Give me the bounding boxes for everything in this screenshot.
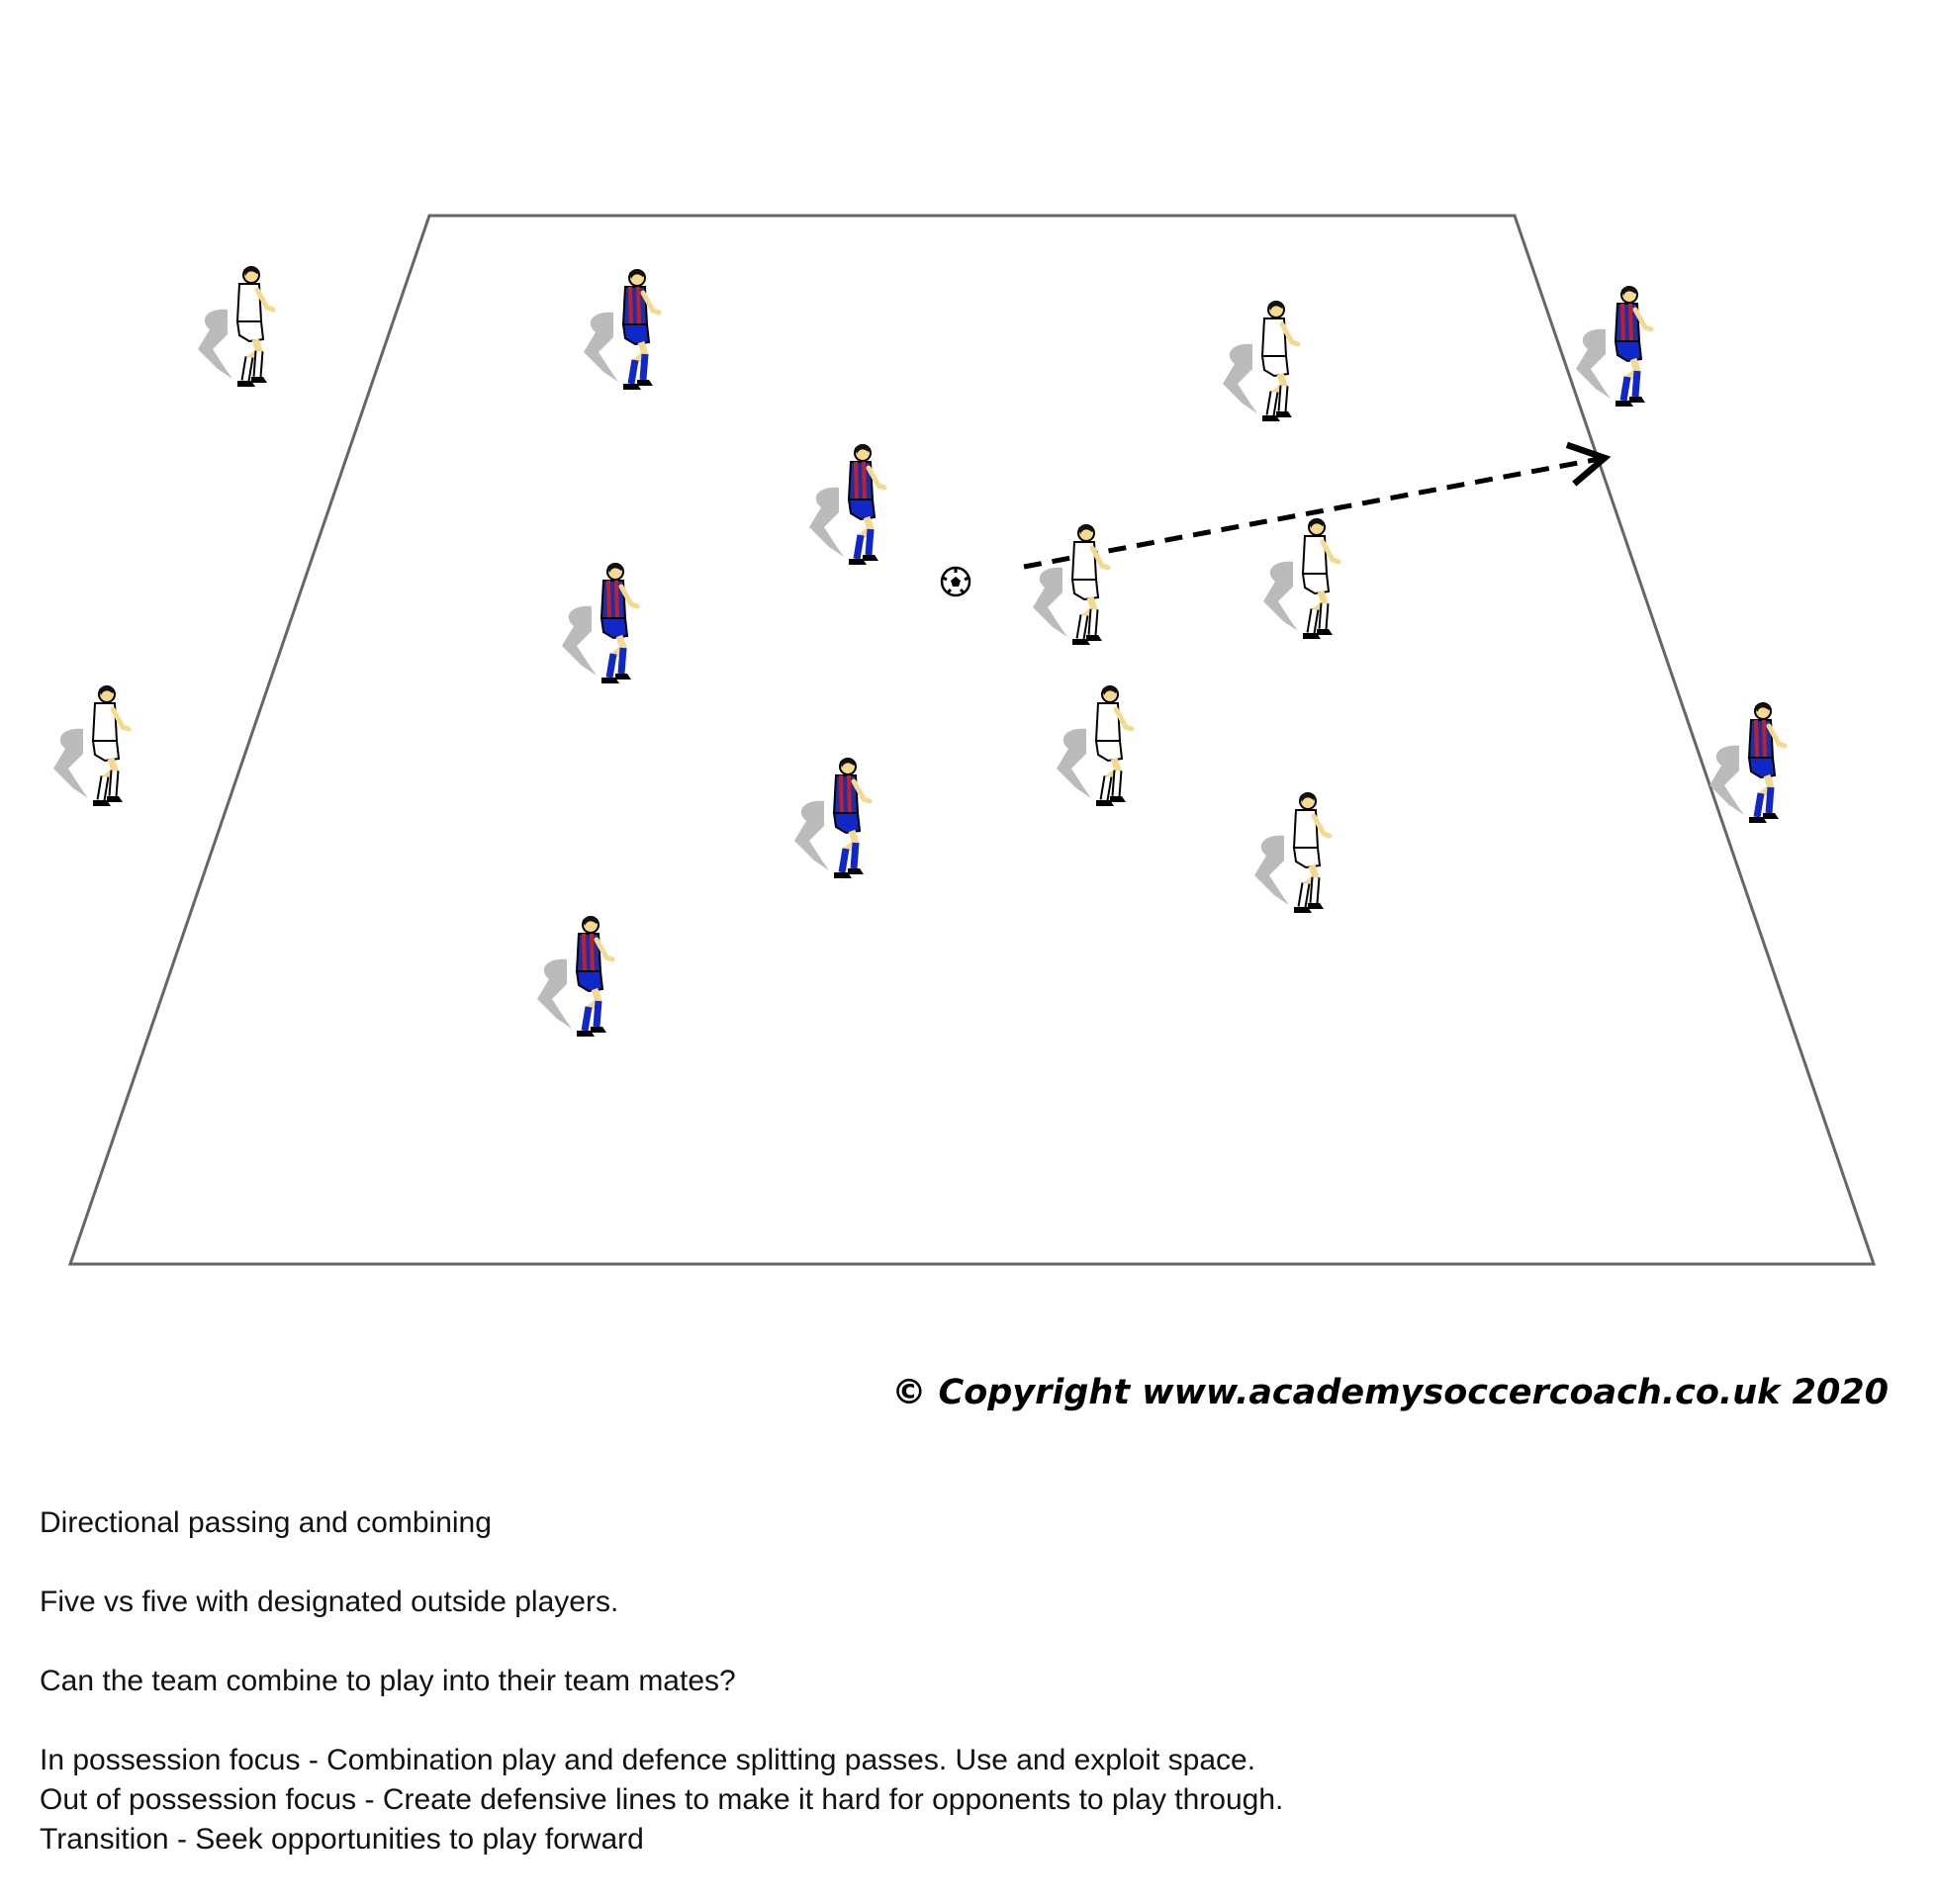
drill-title: Directional passing and combining — [40, 1506, 492, 1539]
white-player-outside-top-left — [198, 266, 273, 387]
out-of-possession-focus: Out of possession focus - Create defensi… — [40, 1783, 1284, 1816]
blue-player-with-ball — [809, 444, 884, 565]
white-player — [1033, 524, 1108, 645]
blue-player — [537, 916, 612, 1037]
in-possession-focus: In possession focus - Combination play a… — [40, 1744, 1256, 1776]
pass-arrow — [1023, 441, 1612, 570]
copyright-notice: © Copyright www.academysoccercoach.co.uk… — [891, 1373, 1889, 1412]
transition-focus: Transition - Seek opportunities to play … — [40, 1823, 644, 1856]
soccer-ball-icon — [940, 566, 971, 597]
white-player — [1057, 685, 1132, 806]
white-player — [1223, 301, 1298, 421]
blue-player — [562, 563, 637, 683]
drill-description: Directional passing and combining Five v… — [40, 1503, 1283, 1859]
blue-player-outside-right-top — [1576, 286, 1651, 407]
drill-setup: Five vs five with designated outside pla… — [40, 1586, 619, 1618]
blue-player-outside-right — [1709, 702, 1785, 823]
blue-player — [584, 269, 659, 390]
pitch-outline — [67, 214, 1877, 1266]
white-player — [1263, 518, 1339, 639]
drill-question: Can the team combine to play into their … — [40, 1665, 736, 1697]
blue-player — [794, 758, 870, 878]
white-player — [1254, 792, 1330, 913]
white-player-outside-left — [53, 685, 129, 806]
